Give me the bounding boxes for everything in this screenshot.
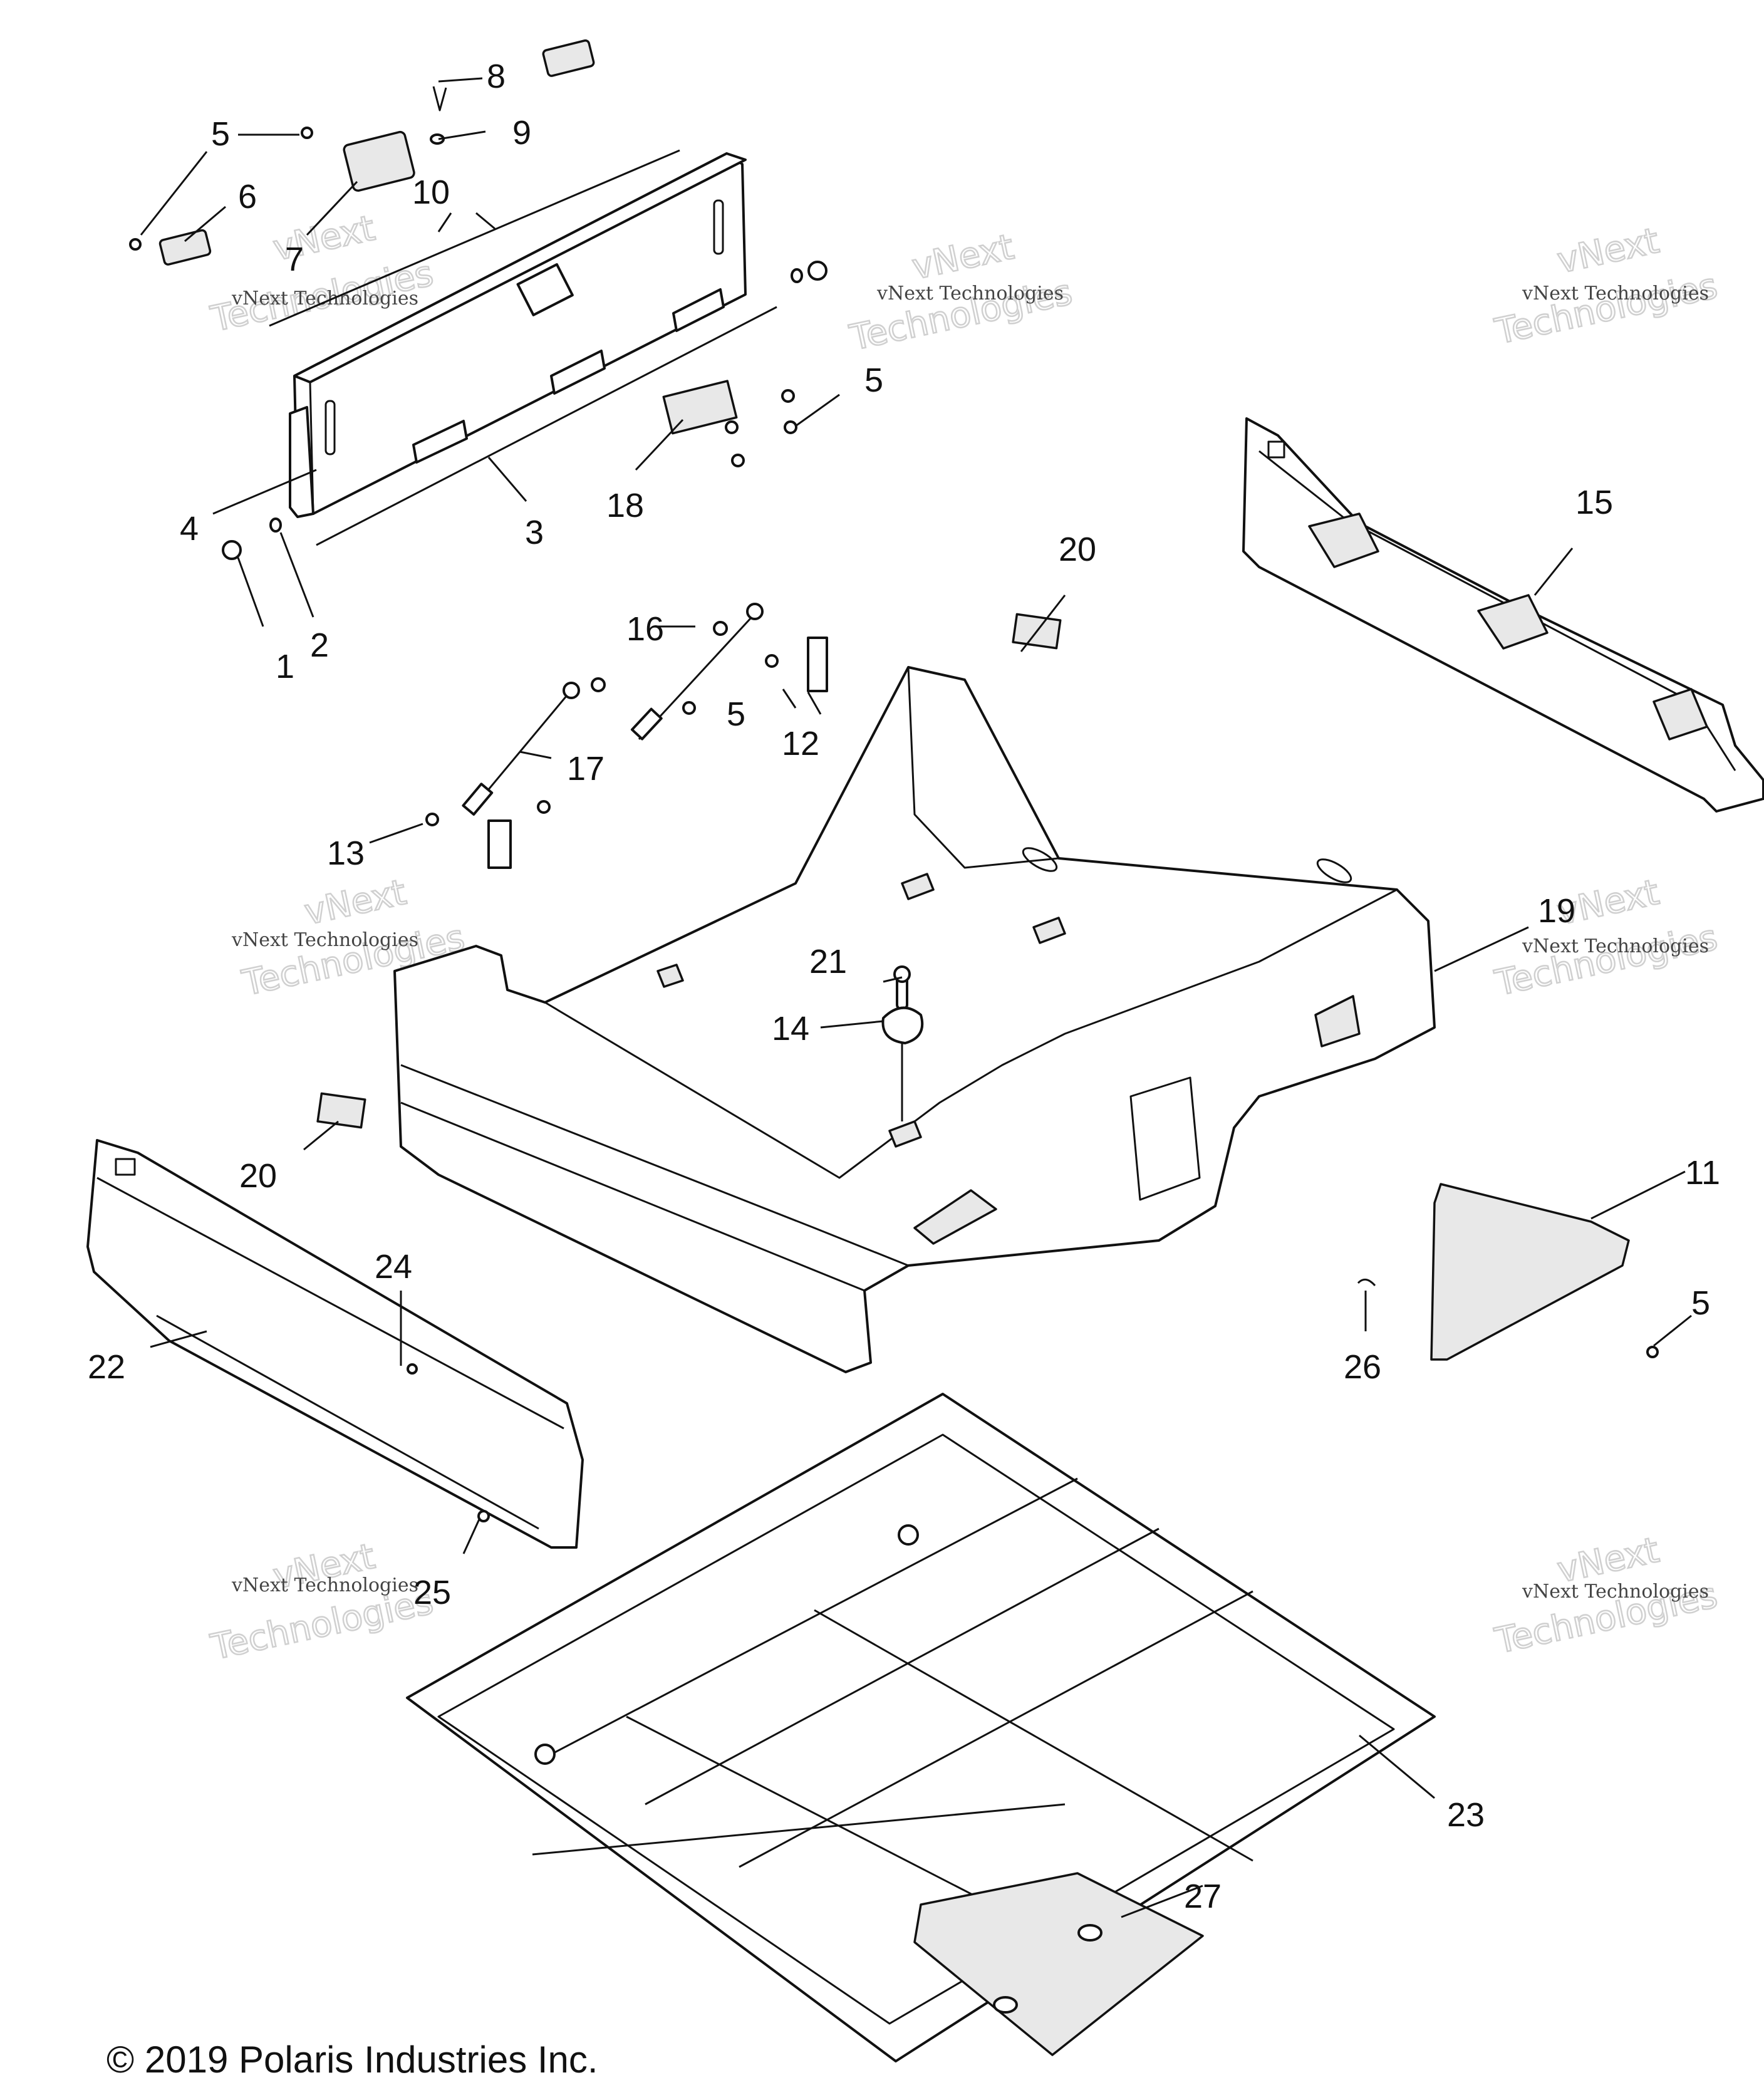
callout-18: 18 — [606, 487, 644, 524]
watermark: vNext Technologies — [1491, 220, 1722, 353]
callout-3: 3 — [525, 514, 544, 551]
callout-5: 5 — [211, 115, 230, 153]
leader-lines — [140, 77, 1692, 1918]
grommet — [881, 1006, 924, 1044]
watermark-text: vNext Technologies — [1522, 935, 1709, 957]
callout-20: 20 — [239, 1157, 277, 1195]
callout-9: 9 — [512, 114, 531, 152]
callout-2: 2 — [310, 627, 329, 664]
svg-text:Technologies: Technologies — [1492, 266, 1721, 353]
side-panel-right — [1242, 417, 1764, 813]
callout-17: 17 — [567, 750, 604, 788]
decal — [316, 1092, 366, 1129]
screw — [129, 238, 142, 251]
callout-8: 8 — [487, 58, 506, 95]
plate — [913, 1872, 1204, 2056]
callout-22: 22 — [88, 1348, 125, 1386]
callout-5: 5 — [1691, 1284, 1710, 1322]
callout-24: 24 — [375, 1248, 412, 1286]
callout-20: 20 — [1059, 531, 1096, 568]
callout-26: 26 — [1344, 1348, 1381, 1386]
side-panel-left — [86, 1139, 584, 1549]
watermark-text: vNext Technologies — [1522, 283, 1709, 304]
logo-badge — [542, 39, 595, 77]
watermark-text: vNext Technologies — [231, 1574, 418, 1596]
callout-5: 5 — [727, 695, 745, 733]
cover — [1430, 1183, 1630, 1361]
cable — [269, 149, 680, 327]
svg-text:vNext: vNext — [1554, 221, 1663, 282]
svg-text:vNext: vNext — [909, 227, 1018, 288]
logo-plate — [343, 130, 415, 192]
copyright-notice: © 2019 Polaris Industries Inc. — [106, 2039, 598, 2081]
svg-text:vNext: vNext — [301, 872, 410, 933]
watermark-text: vNext Technologies — [231, 929, 418, 951]
callout-11: 11 — [1685, 1154, 1720, 1192]
watermark-text: vNext Technologies — [231, 288, 418, 309]
callout-1: 1 — [276, 648, 294, 685]
latch — [487, 819, 512, 869]
struts — [425, 603, 828, 869]
latch — [807, 637, 828, 692]
callout-16: 16 — [626, 610, 664, 648]
tailgate — [289, 152, 747, 518]
callout-12: 12 — [782, 725, 819, 762]
callout-21: 21 — [809, 943, 847, 980]
watermark-text: vNext Technologies — [1522, 1581, 1709, 1603]
callout-25: 25 — [413, 1574, 451, 1611]
svg-text:Technologies: Technologies — [1492, 917, 1721, 1004]
frame — [406, 1393, 1436, 2062]
callout-labels: 1 2 3 4 5 5 5 5 6 7 8 9 10 11 12 13 14 1… — [88, 58, 1720, 1915]
callout-15: 15 — [1575, 484, 1613, 521]
callout-7: 7 — [285, 241, 304, 278]
callout-13: 13 — [327, 835, 365, 872]
callout-6: 6 — [238, 178, 257, 216]
watermark-text: vNext Technologies — [876, 283, 1064, 304]
callout-19: 19 — [1538, 892, 1575, 930]
callout-27: 27 — [1184, 1878, 1222, 1915]
screw — [301, 127, 313, 139]
bolt — [807, 261, 828, 281]
washer — [269, 517, 282, 533]
rod — [316, 306, 777, 546]
washer — [791, 268, 803, 283]
logo-badge — [158, 229, 212, 266]
callout-4: 4 — [180, 510, 199, 548]
callout-10: 10 — [412, 174, 450, 211]
bolt — [222, 540, 242, 560]
watermark: vNext Technologies — [207, 1536, 438, 1669]
callout-5: 5 — [864, 361, 883, 399]
callout-23: 23 — [1447, 1796, 1485, 1834]
pin — [432, 86, 447, 112]
callout-14: 14 — [772, 1010, 809, 1048]
